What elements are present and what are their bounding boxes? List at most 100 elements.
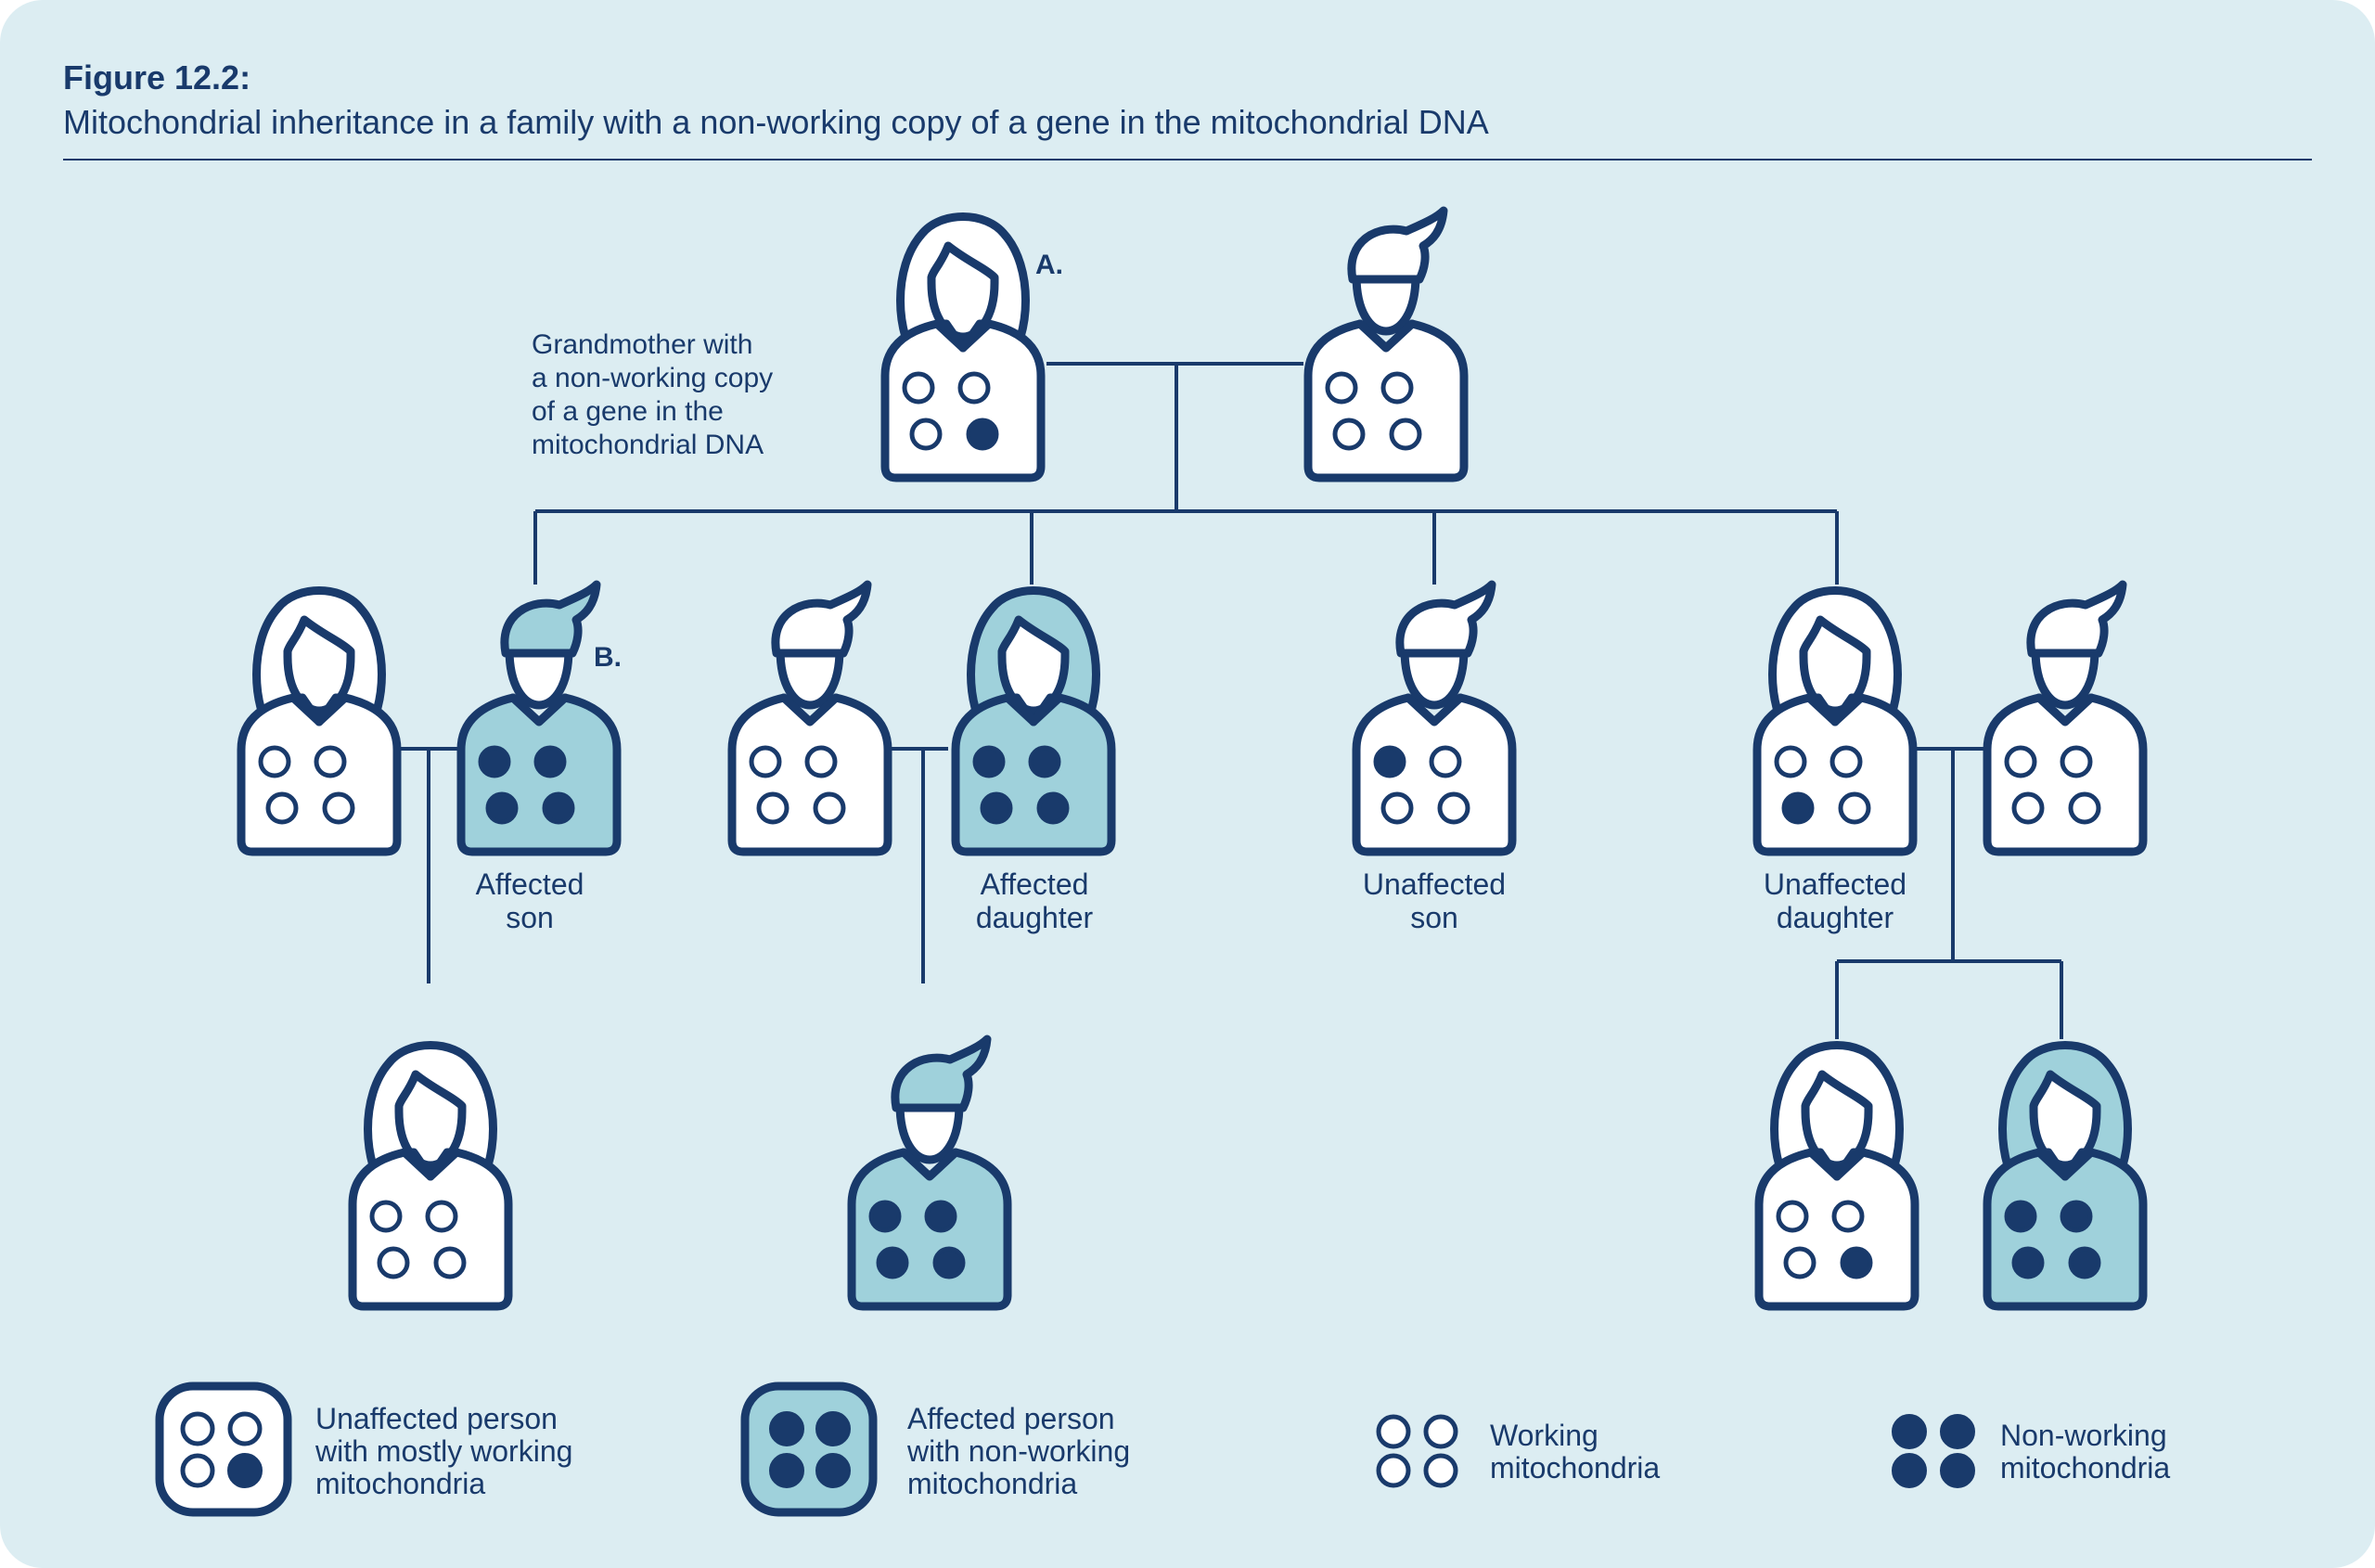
mitochondrion-icon: [1028, 745, 1061, 778]
mitochondrion-icon: [1325, 371, 1358, 405]
marker-a: A.: [1035, 250, 1063, 280]
mitochondrion-icon: [1373, 745, 1406, 778]
legend: Unaffected person with mostly working mi…: [155, 1382, 2170, 1517]
grandmother-note-line: of a gene in the: [532, 396, 724, 427]
legend-affected-swatch: [740, 1382, 878, 1517]
family-tree-lines: [399, 362, 2063, 1039]
mitochondrion-icon: [425, 1200, 458, 1233]
mitochondrion-icon: [1838, 791, 1871, 825]
mitochondrion-icon: [1783, 1246, 1817, 1279]
grandmother-note-line: a non-working copy: [532, 363, 773, 393]
legend-working-label: Working: [1490, 1419, 1598, 1452]
mitochondrion-icon: [932, 1246, 966, 1279]
legend-unaffected-label: Unaffected person: [315, 1402, 558, 1435]
mitochondrion-icon: [2011, 791, 2045, 825]
mitochondrion-icon: [1831, 1200, 1865, 1233]
grandmother-figure: [885, 217, 1041, 479]
mitochondrion-icon: [258, 745, 291, 778]
legend-nonworking-label: mitochondria: [2000, 1451, 2170, 1484]
caption-affected-son: son: [506, 901, 554, 934]
woman-icon: [1757, 591, 1913, 853]
grandmother-note-line: mitochondrial DNA: [532, 430, 764, 460]
legend-unaffected-swatch: [155, 1382, 292, 1517]
mitochondrion-icon: [533, 745, 567, 778]
caption-affected-son: Affected: [476, 868, 584, 901]
legend-working-label: mitochondria: [1490, 1451, 1660, 1484]
mitochondrion-icon: [1829, 745, 1863, 778]
mitochondrion-icon: [1380, 791, 1414, 825]
mitochondrion-icon: [1036, 791, 1070, 825]
mitochondrion-icon: [2068, 791, 2101, 825]
mitochondrion-icon: [924, 1200, 957, 1233]
grandmother-note: Grandmother with a non-working copy of a…: [532, 329, 773, 460]
legend-nonworking-label: Non-working: [2000, 1419, 2167, 1452]
mitochondrion-icon: [227, 1453, 263, 1488]
figure-title: Mitochondrial inheritance in a family wi…: [63, 103, 1489, 141]
mitochondrion-icon: [1940, 1453, 1975, 1488]
mitochondrion-icon: [957, 371, 991, 405]
legend-dots: [180, 1411, 1975, 1488]
mitochondrion-icon: [2011, 1246, 2045, 1279]
legend-affected-label: with non-working: [906, 1434, 1130, 1468]
son-in-law-2-figure: [1987, 585, 2143, 852]
mitochondrion-icon: [180, 1411, 215, 1446]
mitochondrion-icon: [966, 418, 999, 451]
mitochondrion-icon: [1940, 1414, 1975, 1449]
mitochondrion-icon: [769, 1411, 804, 1446]
mitochondrion-icon: [369, 1200, 403, 1233]
mitochondrion-icon: [909, 418, 943, 451]
mitochondrion-icon: [1892, 1453, 1927, 1488]
mitochondrion-icon: [322, 791, 355, 825]
woman-icon: [353, 1046, 508, 1307]
mitochondrion-icon: [868, 1200, 902, 1233]
mitochondrion-icon: [485, 791, 519, 825]
mitochondrion-icon: [2060, 1200, 2093, 1233]
mitochondrion-icon: [756, 791, 790, 825]
caption-affected-daughter: daughter: [976, 901, 1094, 934]
granddaughter-figure: [353, 1046, 508, 1307]
mitochondrion-icon: [478, 745, 511, 778]
grandson-figure: [852, 1039, 1008, 1306]
mitochondrion-icon: [1774, 745, 1807, 778]
mitochondrion-icon: [2068, 1246, 2101, 1279]
woman-icon: [241, 591, 397, 853]
mitochondrion-icon: [1376, 1414, 1411, 1449]
mitochondrion-icon: [377, 1246, 410, 1279]
caption-unaffected-daughter: Unaffected: [1764, 868, 1906, 901]
caption-affected-daughter: Affected: [981, 868, 1089, 901]
mitochondrion-icon: [180, 1453, 215, 1488]
mitochondrion-icon: [1423, 1414, 1458, 1449]
mitochondrion-icon: [1840, 1246, 1873, 1279]
grandfather-figure: [1308, 211, 1464, 478]
granddaughter-2-figure: [1759, 1046, 1915, 1307]
mitochondrion-icon: [542, 791, 575, 825]
mitochondrion-icon: [1781, 791, 1815, 825]
mitochondrion-icon: [980, 791, 1013, 825]
mitochondrion-icon: [2004, 1200, 2037, 1233]
woman-icon: [1987, 1046, 2143, 1307]
mitochondrion-icon: [1437, 791, 1470, 825]
mitochondrion-icon: [2060, 745, 2093, 778]
caption-unaffected-son: son: [1410, 901, 1458, 934]
caption-unaffected-son: Unaffected: [1363, 868, 1506, 901]
legend-unaffected-label: with mostly working: [315, 1434, 572, 1468]
mitochondrion-icon: [314, 745, 347, 778]
mitochondrion-icon: [815, 1453, 851, 1488]
mitochondrion-icon: [1892, 1414, 1927, 1449]
granddaughter-3-figure: [1987, 1046, 2143, 1307]
affected-daughter-figure: [956, 591, 1111, 853]
marker-b: B.: [594, 642, 622, 673]
mitochondrion-icon: [1376, 1453, 1411, 1488]
mitochondrion-icon: [265, 791, 299, 825]
woman-icon: [1759, 1046, 1915, 1307]
affected-son-figure: [461, 585, 617, 852]
mitochondrion-icon: [804, 745, 838, 778]
mitochondrion-icon: [769, 1453, 804, 1488]
mitochondrion-icon: [902, 371, 935, 405]
mitochondrion-icon: [749, 745, 782, 778]
mitochondrion-icon: [433, 1246, 467, 1279]
mitochondrion-icon: [2004, 745, 2037, 778]
daughter-in-law-figure: [241, 591, 397, 853]
son-in-law-figure: [732, 585, 888, 852]
